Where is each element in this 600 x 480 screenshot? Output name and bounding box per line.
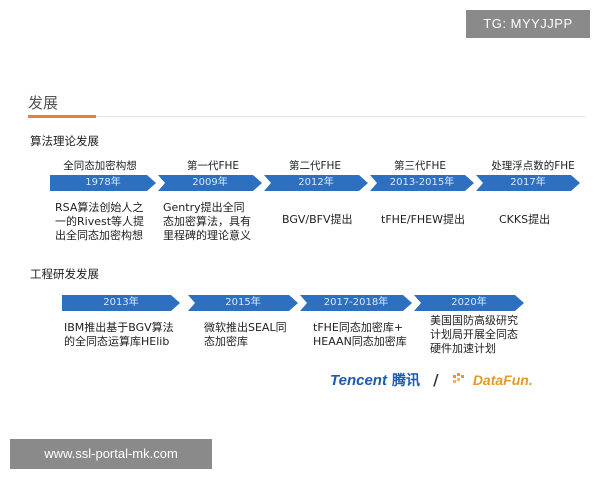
title-divider [96,116,586,117]
theory-arrow-4: 2013-2015年 [370,175,474,191]
engineering-section-title: 工程研发发展 [30,267,99,281]
tencent-cn-logo: 腾讯 [392,373,421,389]
theory-arrow-3: 2012年 [264,175,368,191]
tg-badge: TG: MYYJJPP [466,10,590,38]
logo-area: Tencent 腾讯 / DataFun. [330,370,560,394]
tencent-logo: Tencent [330,372,387,389]
engineering-arrow-1: 2013年 [62,295,180,311]
page-title: 发展 [28,94,59,112]
theory-arrow-5: 2017年 [476,175,580,191]
theory-desc-4: tFHE/FHEW提出 [381,213,465,226]
datafun-mark-icon [452,373,464,383]
theory-desc-2: Gentry提出全同 态加密算法，具有 里程碑的理论意义 [163,201,251,242]
engineering-arrow-2: 2015年 [188,295,298,311]
theory-label-1: 全同态加密构想 [63,160,137,172]
datafun-logo: DataFun. [472,372,533,388]
engineering-desc-4: 美国国防高级研究 计划局开展全同态 硬件加速计划 [430,314,518,355]
theory-label-3: 第二代FHE [288,160,342,172]
engineering-desc-1: IBM推出基于BGV算法 的全同态运算库HElib [64,321,174,348]
theory-label-5: 处理浮点数的FHE [491,160,575,172]
theory-label-4: 第三代FHE [393,160,447,172]
engineering-arrow-4: 2020年 [414,295,524,311]
theory-arrow-1: 1978年 [50,175,156,191]
theory-section-title: 算法理论发展 [30,134,99,148]
watermark-url: www.ssl-portal-mk.com [10,439,212,469]
theory-label-2: 第一代FHE [186,160,240,172]
engineering-arrow-3: 2017-2018年 [300,295,412,311]
theory-desc-1: RSA算法创始人之 一的Rivest等人提 出全同态加密构想 [55,201,145,242]
theory-desc-5: CKKS提出 [499,213,551,226]
logo-separator: / [433,371,439,389]
theory-desc-3: BGV/BFV提出 [282,213,353,226]
engineering-desc-3: tFHE同态加密库+ HEAAN同态加密库 [313,321,407,348]
title-underline [28,115,96,118]
theory-arrow-2: 2009年 [158,175,262,191]
engineering-desc-2: 微软推出SEAL同 态加密库 [204,321,287,348]
